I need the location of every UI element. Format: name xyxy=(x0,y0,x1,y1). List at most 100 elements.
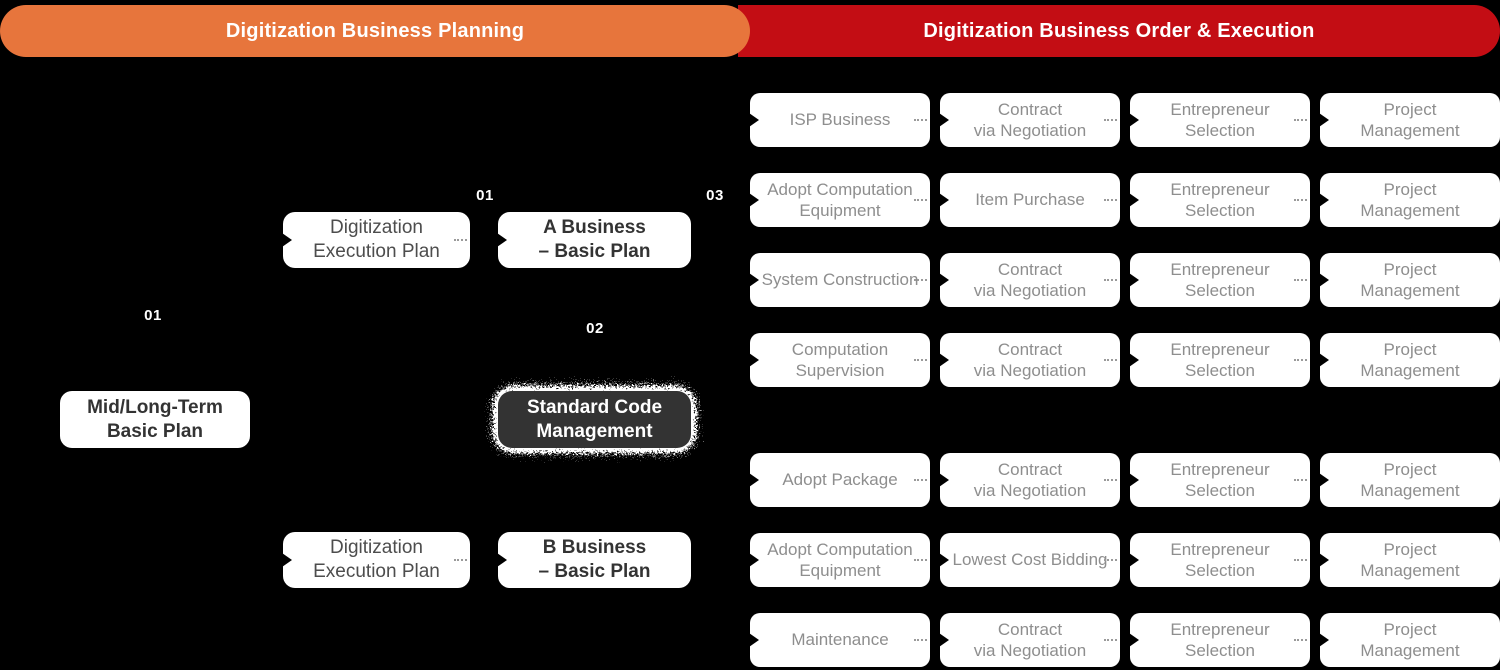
header-order-execution: Digitization Business Order & Execution xyxy=(738,5,1500,57)
cell-label: Contract via Negotiation xyxy=(973,259,1087,300)
cell-label: Contract via Negotiation xyxy=(973,619,1087,660)
cell-label: Adopt Computation Equipment xyxy=(767,179,913,220)
dotted-connector xyxy=(914,199,927,201)
cell-label: Computation Supervision xyxy=(791,339,889,380)
arrow-right-icon xyxy=(497,233,507,247)
node-contract-negotiation-r1: Contract via Negotiation xyxy=(939,93,1120,147)
arrow-right-icon xyxy=(749,633,759,647)
arrow-right-icon xyxy=(497,553,507,567)
arrow-right-icon xyxy=(749,553,759,567)
cell-label: Entrepreneur Selection xyxy=(1170,259,1270,300)
cell-label: Contract via Negotiation xyxy=(973,99,1087,140)
node-project-management-r2: Project Management xyxy=(1319,173,1500,227)
arrow-right-icon xyxy=(1319,113,1329,127)
node-digitization-execution-plan-bottom: Digitization Execution Plan xyxy=(282,532,470,588)
dotted-connector xyxy=(1294,359,1307,361)
node-mid-long-term-label: Mid/Long-Term Basic Plan xyxy=(87,396,223,442)
dotted-connector xyxy=(914,279,927,281)
arrow-right-icon xyxy=(1129,273,1139,287)
node-contract-negotiation-r3: Contract via Negotiation xyxy=(939,253,1120,307)
dotted-connector xyxy=(1104,119,1117,121)
node-entrepreneur-selection-r1: Entrepreneur Selection xyxy=(1129,93,1310,147)
node-contract-negotiation-r5: Contract via Negotiation xyxy=(939,453,1120,507)
arrow-right-icon xyxy=(939,553,949,567)
node-a-business-basic-plan: A Business – Basic Plan xyxy=(497,212,691,268)
arrow-right-icon xyxy=(1129,353,1139,367)
dotted-connector xyxy=(914,119,927,121)
dotted-connector xyxy=(454,239,467,241)
node-adopt-computation-equipment-r2: Adopt Computation Equipment xyxy=(749,173,930,227)
header-business-planning-label: Digitization Business Planning xyxy=(225,19,525,42)
arrow-right-icon xyxy=(1319,633,1329,647)
arrow-right-icon xyxy=(749,273,759,287)
cell-label: Entrepreneur Selection xyxy=(1170,99,1270,140)
dotted-connector xyxy=(1294,639,1307,641)
arrow-right-icon xyxy=(1129,553,1139,567)
dotted-connector xyxy=(914,559,927,561)
cell-label: Project Management xyxy=(1360,459,1460,500)
dotted-connector xyxy=(914,359,927,361)
header-order-execution-label: Digitization Business Order & Execution xyxy=(923,19,1315,42)
node-item-purchase: Item Purchase xyxy=(939,173,1120,227)
cell-label: Project Management xyxy=(1360,259,1460,300)
node-adopt-computation-equipment-r6: Adopt Computation Equipment xyxy=(749,533,930,587)
dotted-connector xyxy=(1104,559,1117,561)
dotted-connector xyxy=(1104,279,1117,281)
node-computation-supervision: Computation Supervision xyxy=(749,333,930,387)
arrow-right-icon xyxy=(1129,473,1139,487)
dotted-connector xyxy=(1104,639,1117,641)
arrow-right-icon xyxy=(939,193,949,207)
cell-label: Maintenance xyxy=(791,630,889,650)
arrow-right-icon xyxy=(939,113,949,127)
cell-label: Entrepreneur Selection xyxy=(1170,539,1270,580)
node-lowest-cost-bidding: Lowest Cost Bidding xyxy=(939,533,1120,587)
dotted-connector xyxy=(1104,199,1117,201)
cell-label: Lowest Cost Bidding xyxy=(952,550,1108,570)
arrow-right-icon xyxy=(1129,633,1139,647)
node-contract-negotiation-r7: Contract via Negotiation xyxy=(939,613,1120,667)
arrow-right-icon xyxy=(939,353,949,367)
node-exec-plan-top-label: Digitization Execution Plan xyxy=(313,217,440,262)
dotted-connector xyxy=(1104,479,1117,481)
dotted-connector xyxy=(1104,359,1117,361)
dotted-connector xyxy=(1294,199,1307,201)
cell-label: Contract via Negotiation xyxy=(973,339,1087,380)
cell-label: ISP Business xyxy=(789,110,891,130)
cell-label: Project Management xyxy=(1360,339,1460,380)
arrow-right-icon xyxy=(939,273,949,287)
arrow-right-icon xyxy=(1319,473,1329,487)
dotted-connector xyxy=(914,479,927,481)
step-label-01-a-plan: 01 xyxy=(476,187,494,204)
node-a-business-label: A Business – Basic Plan xyxy=(538,217,651,262)
cell-label: Entrepreneur Selection xyxy=(1170,459,1270,500)
node-system-construction: System Construction xyxy=(749,253,930,307)
node-entrepreneur-selection-r2: Entrepreneur Selection xyxy=(1129,173,1310,227)
cell-label: Entrepreneur Selection xyxy=(1170,179,1270,220)
arrow-right-icon xyxy=(749,193,759,207)
node-b-business-basic-plan: B Business – Basic Plan xyxy=(497,532,691,588)
cell-label: Adopt Package xyxy=(782,470,898,490)
node-entrepreneur-selection-r7: Entrepreneur Selection xyxy=(1129,613,1310,667)
cell-label: Adopt Computation Equipment xyxy=(767,539,913,580)
node-exec-plan-bottom-label: Digitization Execution Plan xyxy=(313,537,440,582)
node-project-management-r4: Project Management xyxy=(1319,333,1500,387)
node-maintenance: Maintenance xyxy=(749,613,930,667)
cell-label: Project Management xyxy=(1360,539,1460,580)
node-standard-code-label: Standard Code Management xyxy=(526,396,663,442)
node-project-management-r5: Project Management xyxy=(1319,453,1500,507)
arrow-right-icon xyxy=(1319,273,1329,287)
arrow-right-icon xyxy=(939,473,949,487)
arrow-right-icon xyxy=(749,113,759,127)
arrow-right-icon xyxy=(1129,193,1139,207)
arrow-right-icon xyxy=(749,353,759,367)
node-entrepreneur-selection-r4: Entrepreneur Selection xyxy=(1129,333,1310,387)
node-project-management-r6: Project Management xyxy=(1319,533,1500,587)
arrow-right-icon xyxy=(282,233,292,247)
node-entrepreneur-selection-r5: Entrepreneur Selection xyxy=(1129,453,1310,507)
cell-label: Entrepreneur Selection xyxy=(1170,619,1270,660)
node-entrepreneur-selection-r3: Entrepreneur Selection xyxy=(1129,253,1310,307)
node-standard-code-management: Standard Code Management xyxy=(498,391,691,448)
dotted-connector xyxy=(454,559,467,561)
dotted-connector xyxy=(1294,559,1307,561)
